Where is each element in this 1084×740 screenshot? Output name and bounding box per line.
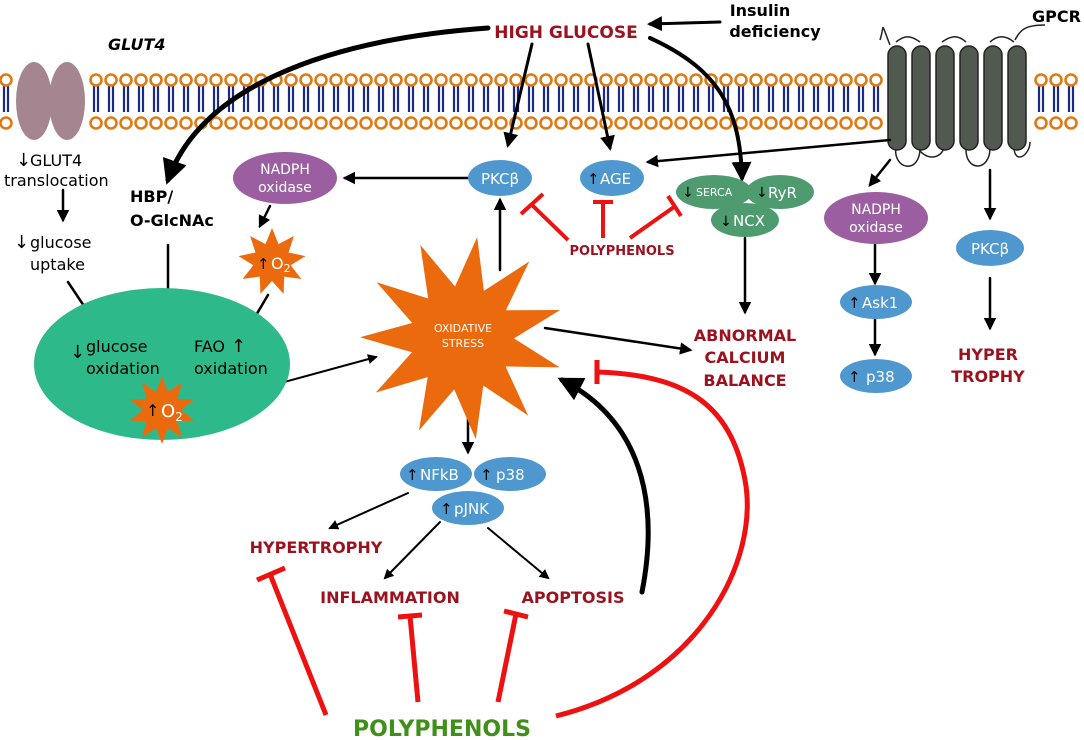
- age-up-arrow: ↑: [587, 170, 600, 188]
- o2-star-nadph: [238, 228, 306, 294]
- o2-cell-label: O2: [161, 401, 183, 424]
- glut4-translocation-line2: translocation: [4, 171, 109, 190]
- abnormal-calcium-line1: ABNORMAL: [694, 326, 796, 345]
- inhibition-lines: [256, 192, 750, 719]
- glut4-label: GLUT4: [108, 35, 166, 54]
- pjnk-label: pJNK: [454, 500, 490, 518]
- ryr-down-arrow: ↓: [756, 185, 768, 201]
- nfkb-up-arrow: ↑: [406, 466, 419, 484]
- oxidative-stress-line1: OXIDATIVE: [434, 322, 492, 335]
- activation-arrows: [56, 16, 997, 595]
- abnormal-calcium-line2: CALCIUM: [705, 348, 786, 367]
- p38-up-arrow: ↑: [480, 466, 493, 484]
- nadph-oxidase-right-line1: NADPH: [851, 202, 901, 218]
- p38-node: [474, 457, 546, 491]
- nfkb-node: [400, 457, 472, 491]
- p38-right-node: [840, 359, 912, 393]
- glucose-oxidation-down-arrow: ↓: [70, 342, 85, 363]
- hyper-trophy-line2: TROPHY: [951, 367, 1025, 386]
- pkcb-right-node: [956, 230, 1024, 266]
- pkcb-label: PKCβ: [481, 170, 519, 188]
- fao-line1: FAO: [194, 337, 225, 356]
- fao-up-arrow: ↑: [231, 336, 246, 357]
- pjnk-node: [432, 491, 504, 525]
- inflammation-label: INFLAMMATION: [320, 588, 460, 607]
- ask1-up-arrow: ↑: [848, 294, 861, 312]
- o2-star-cell: [129, 376, 195, 444]
- glucose-oxidation-line2: oxidation: [86, 359, 160, 378]
- o2-nadph-up-arrow: ↑: [257, 255, 270, 273]
- pkcb-node: [468, 160, 532, 196]
- fao-line2: oxidation: [194, 359, 268, 378]
- ask1-label: Ask1: [862, 294, 898, 312]
- oxidative-stress-star: [360, 237, 561, 440]
- nadph-oxidase-right-line2: oxidase: [849, 220, 903, 236]
- hbp-line2: O-GlcNAc: [130, 211, 214, 230]
- p38-label: p38: [496, 466, 525, 484]
- insulin-deficiency-line1: Insulin: [730, 1, 791, 20]
- hyper-trophy-line1: HYPER: [958, 345, 1018, 364]
- hbp-line1: HBP/: [130, 187, 173, 206]
- pjnk-up-arrow: ↑: [440, 500, 453, 518]
- gpcr-receptor: [879, 24, 1046, 167]
- age-label: AGE: [600, 170, 631, 188]
- insulin-deficiency-line2: deficiency: [729, 22, 821, 41]
- o2-cell-up-arrow: ↑: [146, 401, 159, 420]
- apoptosis-label: APOPTOSIS: [522, 588, 625, 607]
- ncx-down-arrow: ↓: [720, 214, 732, 230]
- ryr-label: RyR: [768, 184, 797, 202]
- polyphenols-main-label: POLYPHENOLS: [353, 717, 531, 740]
- serca-down-arrow: ↓: [682, 185, 694, 201]
- cell-membrane: [0, 73, 1078, 130]
- ncx-label: NCX: [733, 212, 765, 230]
- oxidative-stress-line2: STRESS: [442, 337, 484, 350]
- hypertrophy-label: HYPERTROPHY: [250, 538, 383, 557]
- abnormal-calcium-line3: BALANCE: [703, 371, 786, 390]
- polyphenols-mid-label: POLYPHENOLS: [569, 244, 674, 259]
- mitochondria-ellipse: [34, 288, 290, 440]
- calcium-handling-cluster: [676, 175, 814, 237]
- glut4-translocation-line1: GLUT4: [30, 151, 82, 170]
- nadph-oxidase-line2: oxidase: [258, 180, 312, 196]
- glucose-uptake-line1: glucose: [30, 233, 92, 252]
- glucose-uptake-line2: uptake: [30, 255, 85, 274]
- p38-right-up-arrow: ↑: [848, 368, 861, 386]
- glucose-oxidation-line1: glucose: [86, 337, 148, 356]
- high-glucose-label: HIGH GLUCOSE: [494, 23, 637, 43]
- nadph-oxidase-node: [233, 152, 337, 204]
- nfkb-label: NFkB: [420, 466, 459, 484]
- o2-nadph-label: O2: [271, 254, 291, 275]
- nadph-oxidase-line1: NADPH: [260, 162, 310, 178]
- glut4-down-arrow: ↓: [16, 150, 31, 171]
- glut4-transporter: [16, 62, 85, 140]
- gpcr-label: GPCR: [1032, 7, 1081, 26]
- p38-right-label: p38: [866, 368, 895, 386]
- ask1-node: [840, 285, 912, 319]
- glucose-uptake-down-arrow: ↓: [14, 232, 29, 253]
- serca-label: SERCA: [696, 186, 733, 199]
- age-node: [580, 160, 644, 196]
- pkcb-right-label: PKCβ: [971, 240, 1009, 258]
- nadph-oxidase-right-node: [824, 192, 928, 244]
